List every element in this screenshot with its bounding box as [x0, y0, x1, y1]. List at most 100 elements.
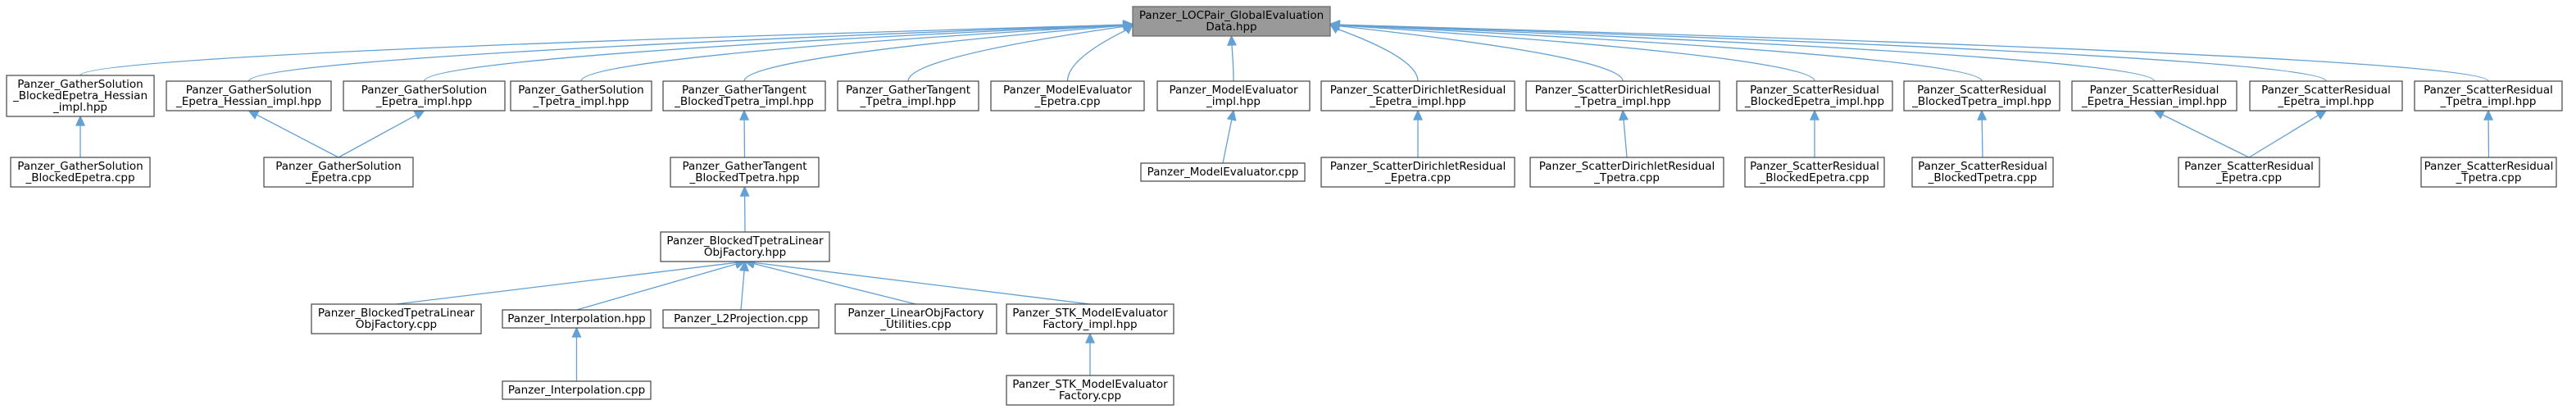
node-label: Panzer_LOCPair_GlobalEvaluation: [1139, 9, 1324, 22]
node-box: [263, 157, 414, 188]
dependency-edge: [1084, 332, 1096, 375]
node-label: Panzer_Interpolation.cpp: [508, 384, 645, 397]
node-label: Panzer_ScatterDirichletResidual: [1539, 160, 1715, 173]
edge-arrowhead: [1227, 34, 1238, 46]
node-gs-eh-impl[interactable]: Panzer_GatherSolution_Epetra_Hessian_imp…: [166, 80, 332, 111]
node-interp-cpp[interactable]: Panzer_Interpolation.cpp: [502, 380, 652, 400]
edge-arrowhead: [1619, 109, 1629, 121]
node-box: [670, 157, 820, 188]
node-sdr-t-cpp[interactable]: Panzer_ScatterDirichletResidual_Tpetra.c…: [1529, 157, 1724, 188]
edge-line: [1623, 119, 1628, 158]
edge-line: [80, 24, 1124, 76]
node-gs-beh-impl[interactable]: Panzer_GatherSolution_BlockedEpetra_Hess…: [6, 75, 155, 117]
node-l2proj-cpp[interactable]: Panzer_L2Projection.cpp: [662, 309, 820, 329]
edge-line: [1231, 44, 1234, 82]
node-box: [6, 75, 155, 117]
edge-arrowhead: [75, 115, 86, 126]
node-label: Panzer_ScatterResidual: [2261, 84, 2391, 97]
node-stk-mef-impl[interactable]: Panzer_STK_ModelEvaluatorFactory_impl.hp…: [1006, 303, 1174, 334]
node-interp-hpp[interactable]: Panzer_Interpolation.hpp: [502, 309, 652, 329]
node-gs-t-impl[interactable]: Panzer_GatherSolution_Tpetra_impl.hpp: [510, 80, 652, 111]
node-gs-e-cpp[interactable]: Panzer_GatherSolution_Epetra.cpp: [263, 157, 414, 188]
node-sr-bt-impl[interactable]: Panzer_ScatterResidual_BlockedTpetra_imp…: [1903, 80, 2060, 111]
node-box: [166, 80, 332, 111]
node-label: _Epetra.cpp: [1034, 95, 1100, 108]
dependency-edge: [1066, 23, 1134, 82]
node-box: [660, 231, 830, 262]
node-label: Panzer_GatherSolution: [275, 160, 402, 173]
node-box: [2420, 157, 2557, 188]
edges-layer: [75, 20, 2494, 381]
edge-line: [576, 263, 737, 311]
dependency-edge: [1222, 109, 1237, 164]
edge-line: [2162, 114, 2250, 158]
edge-line: [1338, 24, 1983, 82]
node-label: _impl.hpp: [52, 101, 107, 114]
dependency-edge: [1227, 34, 1238, 82]
node-box: [1006, 303, 1174, 334]
edge-line: [753, 263, 916, 305]
dependency-edge: [2248, 110, 2328, 158]
edge-line: [256, 114, 339, 158]
dependency-edge: [248, 110, 339, 158]
node-sr-t-cpp[interactable]: Panzer_ScatterResidual_Tpetra.cpp: [2420, 157, 2557, 188]
node-label: Panzer_LinearObjFactory: [847, 307, 984, 320]
edge-arrowhead: [1412, 109, 1424, 121]
node-label: Panzer_ScatterDirichletResidual: [1330, 160, 1506, 173]
node-label: Data.hpp: [1206, 20, 1256, 34]
dependency-edge: [1329, 20, 2156, 82]
node-label: _Epetra_impl.hpp: [2277, 95, 2374, 108]
node-box: [1320, 157, 1515, 188]
edge-line: [2248, 115, 2319, 158]
edge-line: [1222, 119, 1233, 164]
node-sdr-e-impl[interactable]: Panzer_ScatterDirichletResidual_Epetra_i…: [1320, 80, 1515, 111]
node-gt-bt-hpp[interactable]: Panzer_GatherTangent_BlockedTpetra.hpp: [670, 157, 820, 188]
node-sr-e-cpp[interactable]: Panzer_ScatterResidual_Epetra.cpp: [2178, 157, 2320, 188]
node-me-cpp[interactable]: Panzer_ModelEvaluator.cpp: [1140, 162, 1306, 182]
node-gs-be-cpp[interactable]: Panzer_GatherSolution_BlockedEpetra.cpp: [10, 157, 151, 188]
node-label: Panzer_ScatterResidual: [1917, 84, 2047, 97]
edge-line: [1338, 24, 2489, 82]
node-sr-eh-impl[interactable]: Panzer_ScatterResidual_Epetra_Hessian_im…: [2071, 80, 2238, 111]
node-gs-e-impl[interactable]: Panzer_GatherSolution_Epetra_impl.hpp: [343, 80, 506, 111]
dependency-edge: [80, 20, 1134, 76]
node-sr-e-impl[interactable]: Panzer_ScatterResidual_Epetra_impl.hpp: [2249, 80, 2403, 111]
node-box: [1529, 157, 1724, 188]
node-gt-bt-impl[interactable]: Panzer_GatherTangent_BlockedTpetra_impl.…: [662, 80, 826, 111]
node-label: _impl.hpp: [1206, 95, 1261, 108]
node-lof-util-cpp[interactable]: Panzer_LinearObjFactory_Utilities.cpp: [834, 303, 997, 334]
edge-line: [743, 25, 1124, 82]
node-me-epetra[interactable]: Panzer_ModelEvaluator_Epetra.cpp: [990, 80, 1145, 111]
node-sr-bt-cpp[interactable]: Panzer_ScatterResidual_BlockedTpetra.cpp: [1911, 157, 2054, 188]
node-sr-be-impl[interactable]: Panzer_ScatterResidual_BlockedEpetra_imp…: [1736, 80, 1893, 111]
node-label: _BlockedEpetra.cpp: [1759, 171, 1869, 184]
dependency-edge: [1329, 23, 1419, 82]
node-label: _Epetra_Hessian_impl.hpp: [2081, 95, 2227, 108]
node-label: Panzer_GatherSolution: [17, 78, 143, 91]
node-sr-be-cpp[interactable]: Panzer_ScatterResidual_BlockedEpetra.cpp: [1744, 157, 1885, 188]
node-box: [1911, 157, 2054, 188]
node-label: Panzer_ScatterDirichletResidual: [1330, 84, 1506, 97]
node-label: Panzer_BlockedTpetraLinear: [318, 307, 475, 320]
node-sdr-e-cpp[interactable]: Panzer_ScatterDirichletResidual_Epetra.c…: [1320, 157, 1515, 188]
node-label: _Tpetra_impl.hpp: [1574, 95, 1671, 108]
node-label: _Epetra.cpp: [305, 171, 371, 184]
node-me-impl[interactable]: Panzer_ModelEvaluator_impl.hpp: [1156, 80, 1311, 111]
node-sr-t-impl[interactable]: Panzer_ScatterResidual_Tpetra_impl.hpp: [2414, 80, 2563, 111]
node-box: [2178, 157, 2320, 188]
edge-line: [1066, 30, 1127, 82]
node-label: Panzer_ScatterResidual: [2424, 84, 2553, 97]
dependency-edge: [1619, 109, 1629, 158]
node-label: _BlockedTpetra_impl.hpp: [1911, 95, 2051, 108]
node-label: Panzer_GatherSolution: [518, 84, 644, 97]
node-sdr-t-impl[interactable]: Panzer_ScatterDirichletResidual_Tpetra_i…: [1525, 80, 1720, 111]
dependency-edge: [739, 185, 750, 233]
node-box: [2414, 80, 2563, 111]
node-gt-t-impl[interactable]: Panzer_GatherTangent_Tpetra_impl.hpp: [837, 80, 979, 111]
node-label: _BlockedTpetra.hpp: [689, 171, 800, 184]
